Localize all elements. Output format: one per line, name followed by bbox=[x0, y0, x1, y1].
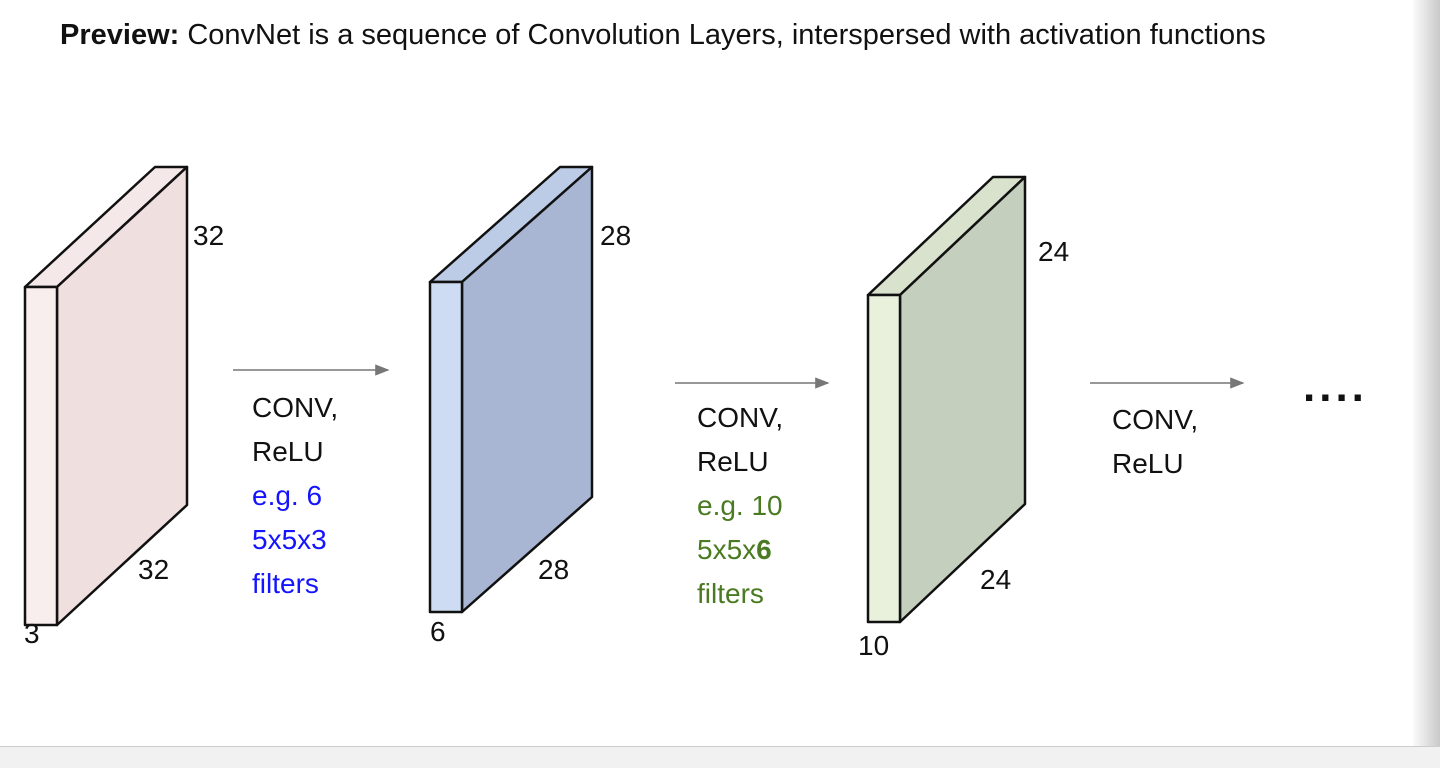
input-depth-label: 3 bbox=[24, 618, 40, 649]
conv1-volume-side-face bbox=[460, 165, 594, 614]
conv2-height-label: 24 bbox=[980, 564, 1012, 595]
title-lead: Preview: bbox=[60, 19, 180, 51]
conv3-op-label: CONV, bbox=[1112, 404, 1199, 435]
conv2-step-text: CONV, ReLU e.g. 10 5x5x6 filters bbox=[697, 396, 783, 616]
conv2-volume bbox=[866, 175, 1027, 624]
conv2-op-label: CONV, bbox=[697, 402, 784, 433]
continuation-ellipsis: .... bbox=[1303, 362, 1368, 411]
conv1-relu-label: ReLU bbox=[252, 436, 324, 467]
conv3-relu-label: ReLU bbox=[1112, 448, 1184, 479]
conv1-step-text: CONV, ReLU e.g. 6 5x5x3 filters bbox=[252, 386, 338, 606]
input-width-label: 32 bbox=[193, 220, 225, 251]
slide-title: Preview: ConvNet is a sequence of Convol… bbox=[60, 16, 1280, 54]
conv1-filters-label: filters bbox=[252, 568, 319, 599]
conv1-width-label: 28 bbox=[600, 220, 632, 251]
conv1-op-label: CONV, bbox=[252, 392, 339, 423]
conv1-eg-label: e.g. 6 bbox=[252, 480, 323, 511]
input-volume bbox=[23, 165, 189, 627]
conv1-kernel-label: 5x5x3 bbox=[252, 524, 327, 555]
conv2-relu-label: ReLU bbox=[697, 446, 769, 477]
conv2-width-label: 24 bbox=[1038, 236, 1070, 267]
conv2-filters-label: filters bbox=[697, 578, 764, 609]
input-volume-front-face bbox=[23, 285, 59, 627]
conv2-depth-label: 10 bbox=[858, 630, 890, 661]
slide-right-edge bbox=[1413, 0, 1440, 768]
conv1-volume bbox=[428, 165, 594, 614]
conv1-depth-label: 6 bbox=[430, 616, 446, 647]
title-rest: ConvNet is a sequence of Convolution Lay… bbox=[179, 19, 1266, 51]
slide-bottom-edge bbox=[0, 746, 1440, 768]
conv1-volume-front-face bbox=[428, 280, 464, 614]
conv2-volume-front-face bbox=[866, 293, 902, 624]
conv2-kernel-label: 5x5x6 bbox=[697, 534, 772, 565]
conv2-volume-side-face bbox=[898, 175, 1027, 624]
conv3-step-text: CONV, ReLU bbox=[1112, 398, 1198, 486]
input-height-label: 32 bbox=[138, 554, 170, 585]
conv2-eg-label: e.g. 10 bbox=[697, 490, 783, 521]
conv1-height-label: 28 bbox=[538, 554, 570, 585]
